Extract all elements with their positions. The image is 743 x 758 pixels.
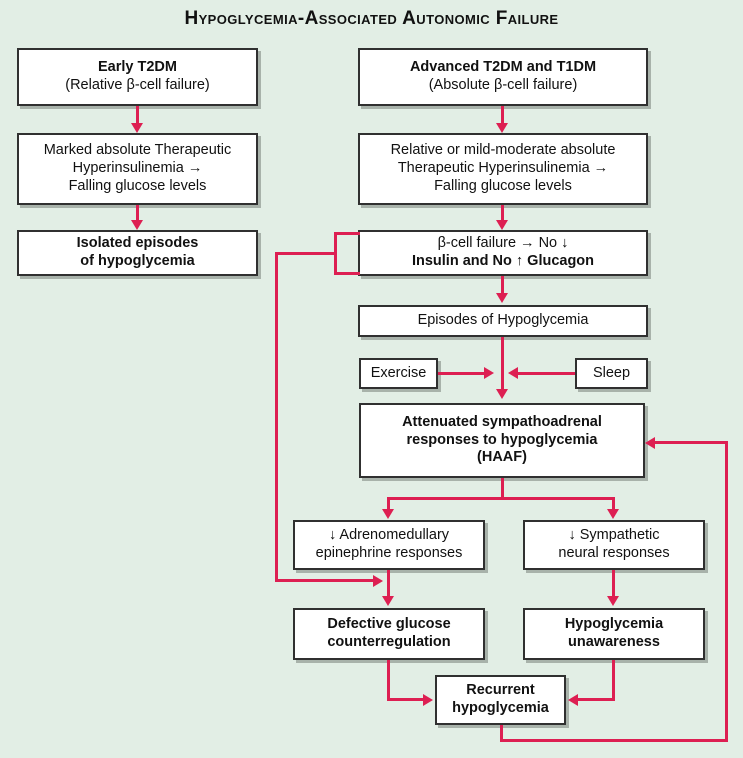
node-sleep: Sleep [575, 358, 648, 389]
edge-feedback-left-arrow [373, 575, 383, 587]
edge-relative-to-beta-arrow [496, 220, 508, 230]
edge-haaf-to-adrenomedullary-line [387, 497, 390, 512]
edge-sympathetic-to-unaware-line [612, 570, 615, 598]
node-adrenomedullary-line2: epinephrine responses [315, 545, 463, 561]
edge-unaware-to-recurrent-vline [612, 660, 615, 701]
edge-sleep-to-junction-arrow [508, 367, 518, 379]
node-exercise-label: Exercise [370, 364, 427, 381]
edge-exercise-to-junction-line [438, 372, 486, 375]
node-isolated-episodes: Isolated episodes of hypoglycemia [17, 230, 258, 276]
node-episodes-hypoglycemia: Episodes of Hypoglycemia [358, 305, 648, 337]
node-adrenomedullary-responses: ↓ Adrenomedullary epinephrine responses [293, 520, 485, 570]
edge-sleep-to-junction-line [518, 372, 575, 375]
edge-exercise-to-junction-arrow [484, 367, 494, 379]
node-beta-cell-failure: β-cell failure → No ↓ Insulin and No ↑ G… [358, 230, 648, 276]
edge-relative-to-beta-line [501, 205, 504, 222]
edge-bracket-top-stub [334, 232, 360, 235]
node-episodes-hypoglycemia-line1: Episodes of Hypoglycemia [417, 312, 589, 329]
edge-early-to-marked-line [136, 106, 139, 125]
node-relative-hyperinsulinemia-line2: Therapeutic Hyperinsulinemia → [397, 160, 609, 177]
edge-beta-to-episodes-arrow [496, 293, 508, 303]
edge-haaf-to-adrenomedullary-arrow [382, 509, 394, 519]
node-recurrent-line1: Recurrent [466, 682, 535, 699]
edge-bracket-bottom-stub [334, 272, 360, 275]
edge-haaf-to-sympathetic-arrow [607, 509, 619, 519]
node-sleep-label: Sleep [592, 364, 631, 381]
edge-feedback-right-stem [500, 725, 503, 742]
node-defective-line1: Defective glucose [327, 616, 451, 633]
page-title: Hypoglycemia-Associated Autonomic Failur… [184, 8, 559, 29]
edge-defective-to-recurrent-vline [387, 660, 390, 700]
node-marked-hyperinsulinemia-line2: Hyperinsulinemia → [72, 160, 203, 177]
edge-advanced-to-relative-line [501, 106, 504, 125]
node-recurrent-line2: hypoglycemia [452, 700, 549, 716]
node-recurrent-hypoglycemia: Recurrent hypoglycemia [435, 675, 566, 725]
edge-haaf-split-bar [387, 497, 615, 500]
node-advanced-t2dm-line1: Advanced T2DM and T1DM [409, 59, 597, 76]
node-early-t2dm-line2: (Relative β-cell failure) [65, 77, 210, 93]
edge-unaware-to-recurrent-arrow [568, 694, 578, 706]
node-relative-hyperinsulinemia: Relative or mild-moderate absolute Thera… [358, 133, 648, 205]
node-haaf-line2: responses to hypoglycemia [406, 431, 598, 448]
edge-episodes-to-haaf-arrow [496, 389, 508, 399]
edge-haaf-to-sympathetic-line [612, 497, 615, 512]
node-marked-hyperinsulinemia: Marked absolute Therapeutic Hyperinsulin… [17, 133, 258, 205]
node-relative-hyperinsulinemia-line3: Falling glucose levels [434, 177, 572, 194]
node-haaf: Attenuated sympathoadrenal responses to … [359, 403, 645, 478]
node-early-t2dm-line1: Early T2DM [98, 59, 177, 76]
edge-feedback-right-vline [725, 441, 728, 742]
edge-feedback-right-arrow [645, 437, 655, 449]
edge-episodes-to-haaf-line [501, 337, 504, 391]
node-sympathetic-line1: ↓ Sympathetic [568, 527, 660, 544]
edge-feedback-left-hline [275, 579, 375, 582]
edge-beta-to-episodes-line [501, 276, 504, 295]
edge-bracket-mid-stub [275, 252, 335, 255]
edge-unaware-to-recurrent-hline [578, 698, 615, 701]
node-marked-hyperinsulinemia-line3: Falling glucose levels [68, 177, 207, 194]
edge-sympathetic-to-unaware-arrow [607, 596, 619, 606]
edge-adreno-to-defective-arrow [382, 596, 394, 606]
node-advanced-t2dm: Advanced T2DM and T1DM (Absolute β-cell … [358, 48, 648, 106]
node-relative-hyperinsulinemia-line1: Relative or mild-moderate absolute [390, 142, 616, 159]
edge-feedback-left-vline [275, 252, 278, 582]
edge-feedback-right-top [655, 441, 728, 444]
node-defective-counterregulation: Defective glucose counterregulation [293, 608, 485, 660]
edge-defective-to-recurrent-hline [387, 698, 425, 701]
node-isolated-episodes-line2: of hypoglycemia [80, 253, 195, 269]
edge-haaf-split-stem [501, 478, 504, 500]
node-haaf-line1: Attenuated sympathoadrenal [402, 413, 602, 430]
edge-defective-to-recurrent-arrow [423, 694, 433, 706]
node-beta-cell-failure-line1: β-cell failure → No ↓ [437, 235, 569, 252]
node-isolated-episodes-line1: Isolated episodes [76, 235, 199, 252]
node-unaware-line1: Hypoglycemia [564, 616, 664, 633]
node-hypoglycemia-unawareness: Hypoglycemia unawareness [523, 608, 705, 660]
node-sympathetic-line2: neural responses [558, 545, 670, 561]
node-beta-cell-failure-line2: Insulin and No ↑ Glucagon [411, 253, 595, 269]
node-defective-line2: counterregulation [327, 634, 451, 650]
edge-bracket-vertical [334, 232, 337, 275]
edge-marked-to-isolated-arrow [131, 220, 143, 230]
edge-marked-to-isolated-line [136, 205, 139, 222]
node-adrenomedullary-line1: ↓ Adrenomedullary [328, 527, 450, 544]
node-unaware-line2: unawareness [568, 634, 660, 650]
node-exercise: Exercise [359, 358, 438, 389]
node-sympathetic-responses: ↓ Sympathetic neural responses [523, 520, 705, 570]
edge-early-to-marked-arrow [131, 123, 143, 133]
node-haaf-line3: (HAAF) [477, 449, 527, 466]
node-early-t2dm: Early T2DM (Relative β-cell failure) [17, 48, 258, 106]
node-advanced-t2dm-line2: (Absolute β-cell failure) [428, 77, 578, 93]
edge-adreno-to-defective-line [387, 570, 390, 598]
edge-feedback-right-bottom [500, 739, 728, 742]
node-marked-hyperinsulinemia-line1: Marked absolute Therapeutic [43, 142, 232, 159]
edge-advanced-to-relative-arrow [496, 123, 508, 133]
